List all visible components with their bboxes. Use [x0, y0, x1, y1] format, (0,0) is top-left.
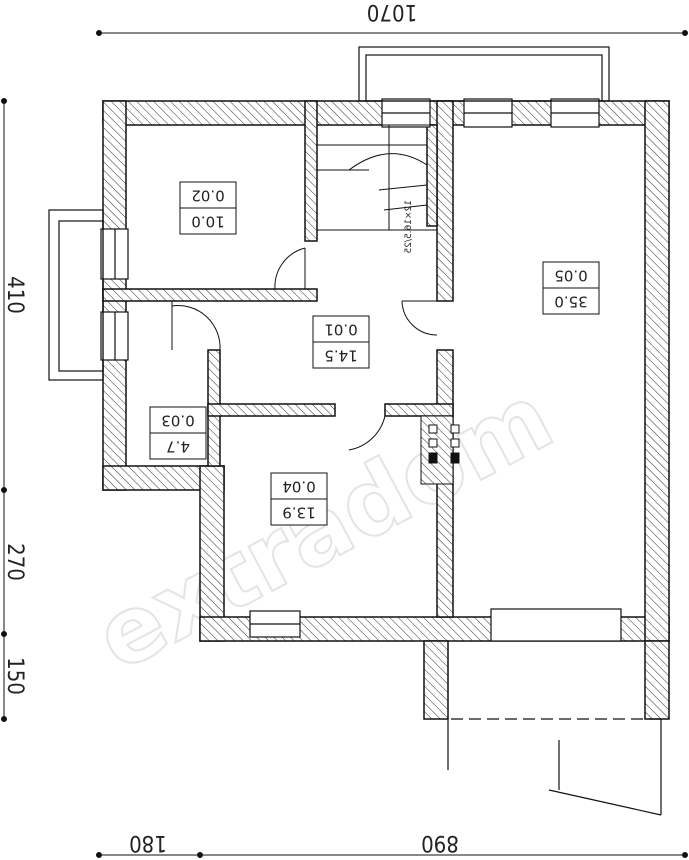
room-04-area: 13.9: [282, 504, 315, 522]
balconies: [48, 46, 662, 816]
dim-bottom-right: 890: [421, 830, 459, 855]
room-labels: 0.02 10.0 0.01 14.5 0.03 4.7 0.04 13.9 0…: [161, 187, 587, 522]
plan-drawing: 12×16.5/25: [1, 30, 688, 858]
dim-bottom-left: 180: [129, 830, 167, 855]
doors: [171, 247, 438, 451]
dimension-lines: [1, 30, 688, 858]
dim-top-total: 1070: [367, 0, 417, 24]
dim-left-upper: 410: [2, 276, 27, 314]
room-01-area: 14.5: [324, 347, 357, 365]
chimney: [420, 415, 460, 485]
room-01-id: 0.01: [324, 321, 357, 339]
stair-label: 12×16.5/25: [404, 200, 414, 254]
room-03-area: 4.7: [166, 438, 190, 456]
room-boxes: [149, 181, 600, 526]
dim-left-middle: 270: [2, 543, 27, 581]
room-04-id: 0.04: [282, 478, 315, 496]
room-02-area: 10.0: [191, 213, 224, 231]
dimension-labels: 1070 180 890 410 270 150: [2, 0, 459, 855]
dim-left-lower: 150: [2, 657, 27, 695]
room-05-area: 35.0: [554, 293, 587, 311]
staircase: [316, 124, 438, 231]
windows: [100, 98, 622, 642]
room-03-id: 0.03: [161, 412, 194, 430]
room-02-id: 0.02: [191, 187, 224, 205]
room-05-id: 0.05: [554, 267, 587, 285]
